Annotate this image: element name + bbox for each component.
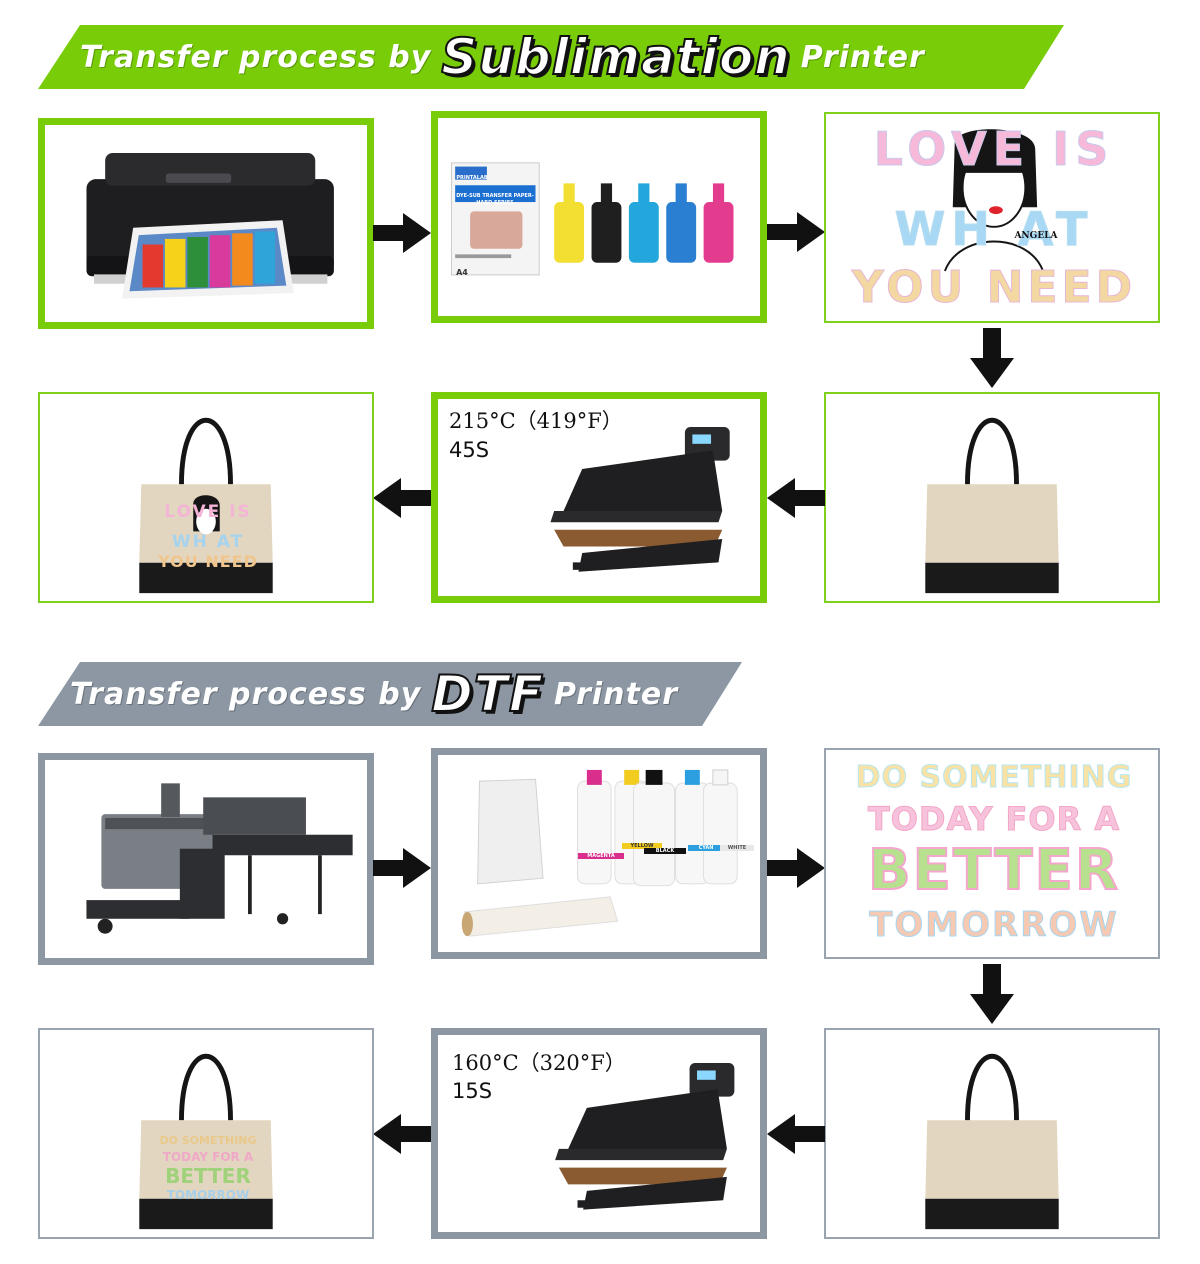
arrow-right-icon (767, 212, 825, 252)
banner-suffix: Printer (800, 39, 925, 75)
arrow-left-icon (767, 1114, 825, 1154)
paper-brand: PRINTALAB (456, 175, 488, 181)
heat-press-machine-image (550, 427, 730, 572)
sublimation-result-bag-box: LOVE IS WH AT YOU NEED (38, 392, 374, 603)
design-line-2: TODAY FOR A (867, 800, 1121, 839)
press-temperature: 215°C（419°F） (449, 409, 623, 433)
arrow-down-icon (970, 964, 1014, 1024)
dtf-banner: Transfer process by DTF Printer (38, 662, 742, 726)
bag-design-line-2: TODAY FOR A (162, 1150, 254, 1164)
dtf-heat-press-box: 160°C（320°F） 15S (431, 1028, 767, 1239)
arrow-right-icon (373, 213, 431, 253)
banner-highlight: Sublimation (440, 27, 791, 87)
sublimation-consumables-box: PRINTALAB DYE-SUB TRANSFER PAPER-HARD SE… (431, 111, 767, 323)
banner-suffix: Printer (554, 676, 679, 712)
dtf-printer-machine-image (86, 783, 353, 934)
sublimation-design-box: LOVE IS WH AT YOU NEED ANGELA (824, 112, 1160, 323)
figure-label: ANGELA (1014, 231, 1058, 241)
design-line-1: DO SOMETHING (855, 760, 1133, 796)
sublimation-banner: Transfer process by Sublimation Printer (38, 25, 1064, 89)
bag-design-line-4: TOMORROW (166, 1188, 250, 1202)
dtf-blank-bag-box (824, 1028, 1160, 1239)
arrow-right-icon (373, 848, 431, 888)
bag-design-line-3: BETTER (165, 1164, 251, 1188)
ink-label-black: BLACK (644, 848, 686, 854)
printed-tote-bag-image (139, 418, 273, 594)
press-time: 15S (452, 1079, 493, 1103)
inkjet-printer-image (86, 153, 334, 299)
sublimation-heat-press-box: 215°C（419°F） 45S (431, 392, 767, 603)
arrow-left-icon (373, 1114, 431, 1154)
banner-prefix: Transfer process by (80, 39, 432, 75)
banner-shape (38, 662, 742, 726)
portrait-illustration-image (943, 129, 1044, 272)
arrow-left-icon (767, 478, 825, 518)
dtf-consumables-box: MAGENTA YELLOW BLACK CYAN WHITE (431, 748, 767, 959)
heat-press-machine-image (555, 1063, 735, 1210)
blank-tote-bag-image (925, 1054, 1059, 1230)
paper-size: A4 (456, 268, 468, 277)
bag-design-line-2: WH AT (171, 532, 245, 552)
design-line-3: BETTER (867, 837, 1120, 904)
ink-label-yellow: YELLOW (622, 843, 662, 849)
powder-inks-and-film-image (461, 769, 738, 937)
arrow-down-icon (970, 328, 1014, 388)
design-line-2: WH AT (894, 202, 1094, 257)
blank-tote-bag-image (925, 418, 1059, 594)
arrow-left-icon (373, 478, 431, 518)
ink-label-magenta: MAGENTA (578, 853, 624, 859)
press-time: 45S (449, 438, 490, 462)
ink-label-cyan: CYAN (688, 845, 724, 851)
printed-tote-bag-image (139, 1054, 273, 1230)
dtf-printer-box (38, 753, 374, 965)
ink-label-white: WHITE (720, 845, 754, 851)
design-line-3: YOU NEED (851, 262, 1137, 314)
arrow-right-icon (767, 848, 825, 888)
sublimation-printer-box (38, 118, 374, 329)
design-line-1: LOVE IS (873, 122, 1115, 177)
bag-design-line-3: YOU NEED (158, 552, 258, 571)
sublimation-blank-bag-box (824, 392, 1160, 603)
design-line-4: TOMORROW (869, 905, 1119, 946)
paper-title: DYE-SUB TRANSFER PAPER-HARD SERIES (456, 193, 534, 206)
banner-shape (38, 25, 1064, 89)
press-temperature: 160°C（320°F） (452, 1051, 626, 1075)
banner-highlight: DTF (430, 664, 545, 724)
bag-design-line-1: DO SOMETHING (159, 1134, 257, 1147)
banner-prefix: Transfer process by (70, 676, 422, 712)
bag-design-line-1: LOVE IS (164, 502, 252, 522)
dtf-result-bag-box: DO SOMETHING TODAY FOR A BETTER TOMORROW (38, 1028, 374, 1239)
dtf-design-box: DO SOMETHING TODAY FOR A BETTER TOMORROW (824, 748, 1160, 959)
transfer-paper-and-ink-image (450, 162, 734, 276)
